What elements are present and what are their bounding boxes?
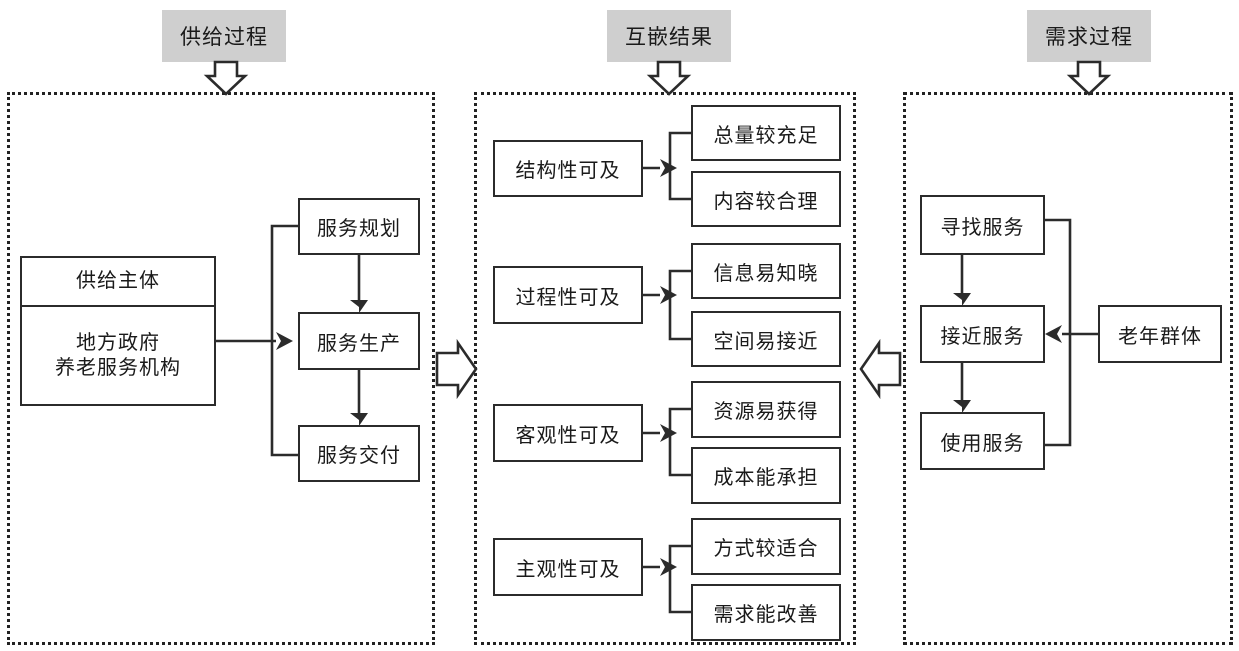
node-information-known: 信息易知晓	[691, 243, 841, 299]
demand-panel	[903, 92, 1233, 645]
node-space-approachable: 空间易接近	[691, 311, 841, 367]
node-approach-service-label: 接近服务	[940, 325, 1025, 348]
node-demand-improvable: 需求能改善	[691, 584, 841, 641]
block-arrow-demand-down	[1066, 60, 1112, 96]
supply-entity-member-0: 地方政府	[76, 331, 160, 354]
node-structural-accessibility-label: 结构性可及	[515, 160, 621, 182]
node-demand-improvable-label: 需求能改善	[713, 604, 819, 626]
node-objective-accessibility: 客观性可及	[493, 404, 643, 462]
block-arrow-supply-to-result	[435, 338, 478, 400]
node-service-production-label: 服务生产	[317, 332, 401, 355]
banner-demand-process-label: 需求过程	[1045, 25, 1133, 49]
node-use-service: 使用服务	[920, 412, 1045, 470]
node-suitable-method: 方式较适合	[691, 518, 841, 575]
node-elderly-group-label: 老年群体	[1118, 325, 1202, 348]
node-space-approachable-label: 空间易接近	[713, 330, 819, 353]
block-arrow-supply-down	[203, 60, 249, 96]
node-procedural-accessibility: 过程性可及	[493, 266, 643, 324]
node-suitable-method-label: 方式较适合	[713, 538, 819, 560]
banner-embedding-result: 互嵌结果	[607, 10, 731, 62]
node-resources-obtainable: 资源易获得	[691, 381, 841, 438]
node-procedural-accessibility-label: 过程性可及	[515, 286, 621, 309]
banner-supply-process-label: 供给过程	[180, 25, 268, 49]
node-subjective-accessibility: 主观性可及	[493, 538, 643, 596]
supply-entity-members: 地方政府 养老服务机构	[22, 307, 214, 404]
node-elderly-group: 老年群体	[1098, 305, 1222, 363]
block-arrow-result-down	[646, 60, 692, 96]
node-reasonable-content: 内容较合理	[691, 171, 841, 227]
node-service-delivery-label: 服务交付	[317, 445, 401, 467]
node-cost-affordable-label: 成本能承担	[713, 467, 819, 489]
node-objective-accessibility-label: 客观性可及	[515, 424, 621, 447]
node-service-production: 服务生产	[298, 312, 420, 370]
node-subjective-accessibility-label: 主观性可及	[515, 558, 621, 581]
banner-demand-process: 需求过程	[1027, 10, 1151, 62]
node-seek-service-label: 寻找服务	[940, 216, 1025, 239]
supply-entity-member-1: 养老服务机构	[55, 356, 181, 379]
node-reasonable-content-label: 内容较合理	[713, 190, 819, 213]
supply-entity-box: 供给主体 地方政府 养老服务机构	[20, 256, 216, 406]
node-sufficient-volume-label: 总量较充足	[713, 124, 819, 147]
node-resources-obtainable-label: 资源易获得	[713, 401, 819, 423]
node-approach-service: 接近服务	[920, 305, 1045, 363]
node-service-planning-label: 服务规划	[317, 218, 401, 240]
node-seek-service: 寻找服务	[920, 195, 1045, 255]
banner-embedding-result-label: 互嵌结果	[625, 25, 713, 49]
node-use-service-label: 使用服务	[940, 432, 1025, 455]
node-structural-accessibility: 结构性可及	[493, 140, 643, 197]
node-service-delivery: 服务交付	[298, 425, 420, 482]
node-information-known-label: 信息易知晓	[713, 262, 819, 285]
supply-entity-header: 供给主体	[22, 258, 214, 307]
banner-supply-process: 供给过程	[162, 10, 286, 62]
node-sufficient-volume: 总量较充足	[691, 105, 841, 161]
node-service-planning: 服务规划	[298, 198, 420, 255]
block-arrow-demand-to-result	[859, 338, 902, 400]
node-cost-affordable: 成本能承担	[691, 447, 841, 504]
